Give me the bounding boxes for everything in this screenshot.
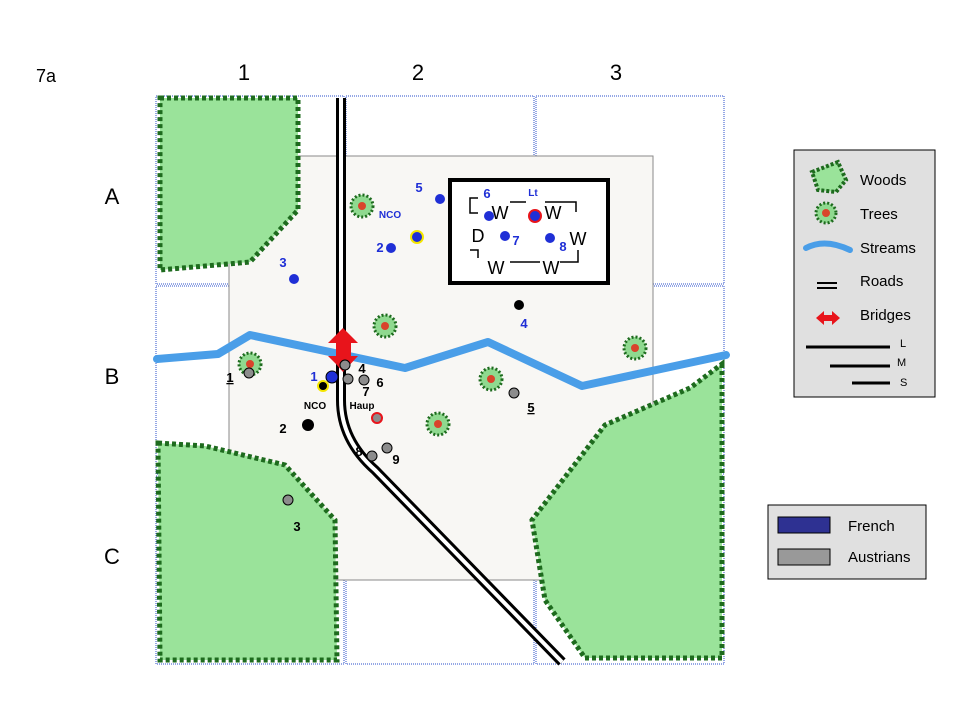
window-label: W <box>492 203 509 223</box>
woods-a1 <box>157 95 301 273</box>
bridge-icon <box>816 311 840 325</box>
legend-austrians-label: Austrians <box>848 549 911 566</box>
french-units: 3 2 NCO 5 6 Lt 7 8 4 1 <box>279 180 566 384</box>
range-label-m: M <box>897 357 906 369</box>
road-icon <box>817 282 837 289</box>
row-label-c: C <box>104 544 120 569</box>
french-label-4: 4 <box>520 316 528 331</box>
austrian-soldier-7 <box>342 373 354 385</box>
french-label-nco: NCO <box>379 210 401 221</box>
austrian-label-5: 5 <box>527 400 534 415</box>
tree-icon <box>622 335 648 361</box>
austrian-soldier-1 <box>243 367 255 379</box>
column-label-3: 3 <box>610 60 622 85</box>
french-label-2: 2 <box>376 240 383 255</box>
austrian-soldier-6 <box>358 374 370 386</box>
austrian-label-nco: NCO <box>304 401 326 412</box>
woods-icon <box>809 159 849 195</box>
austrian-label-2: 2 <box>279 421 286 436</box>
side-legend: French Austrians <box>767 504 927 580</box>
austrian-label-haup: Haup <box>350 401 375 412</box>
tree-icon <box>814 201 838 225</box>
tree-group <box>237 193 648 437</box>
austrian-label-1: 1 <box>226 370 233 385</box>
austrian-soldier-5 <box>508 387 520 399</box>
french-soldier-6 <box>484 211 494 221</box>
austrian-label-7: 7 <box>362 384 369 399</box>
road <box>336 98 566 666</box>
french-soldier-5 <box>435 194 445 204</box>
window-label: W <box>543 258 560 278</box>
legend-bridges-label: Bridges <box>860 307 911 324</box>
page-label: 7a <box>36 66 57 86</box>
french-soldier-2 <box>386 243 396 253</box>
french-soldier-8 <box>545 233 555 243</box>
row-label-a: A <box>105 184 120 209</box>
window-label: W <box>488 258 505 278</box>
austrian-label-4: 4 <box>358 361 366 376</box>
austrian-label-6: 6 <box>376 375 383 390</box>
austrian-soldier-8 <box>366 450 378 462</box>
french-soldier-1 <box>325 370 339 384</box>
austrian-units: 1 2 3 4 5 6 7 8 9 NCO Haup <box>226 359 535 534</box>
terrain-legend: Woods Trees Streams Roads Bridges L M S <box>793 149 936 398</box>
legend-trees-label: Trees <box>860 206 898 223</box>
french-soldier-7 <box>500 231 510 241</box>
french-label-1: 1 <box>310 369 317 384</box>
column-label-1: 1 <box>238 60 250 85</box>
column-label-2: 2 <box>412 60 424 85</box>
stream <box>153 331 730 390</box>
tree-icon <box>478 366 504 392</box>
woods-c3 <box>529 359 725 661</box>
austrian-label-8: 8 <box>355 444 362 459</box>
tree-icon <box>349 193 375 219</box>
austrian-soldier-3 <box>282 494 294 506</box>
french-label-8: 8 <box>559 239 566 254</box>
tree-icon <box>425 411 451 437</box>
window-label: W <box>570 229 587 249</box>
austrian-label-9: 9 <box>392 452 399 467</box>
window-label: W <box>545 203 562 223</box>
french-officer <box>528 209 542 223</box>
row-label-b: B <box>105 364 120 389</box>
austrian-swatch <box>777 548 831 566</box>
austrian-nco <box>317 380 329 392</box>
range-label-s: S <box>900 377 907 389</box>
legend-woods-label: Woods <box>860 172 906 189</box>
french-label-7: 7 <box>512 233 519 248</box>
door-label: D <box>472 226 485 246</box>
austrian-officer <box>371 412 383 424</box>
french-soldier-4 <box>514 300 524 310</box>
range-label-l: L <box>900 338 906 350</box>
french-swatch <box>777 516 831 534</box>
french-label-3: 3 <box>279 255 286 270</box>
austrian-soldier-4 <box>339 359 351 371</box>
french-nco <box>410 230 424 244</box>
french-soldier-3 <box>289 274 299 284</box>
legend-french-label: French <box>848 518 895 535</box>
austrian-label-3: 3 <box>293 519 300 534</box>
tree-icon <box>372 313 398 339</box>
stream-icon <box>803 240 853 253</box>
french-label-6: 6 <box>483 186 490 201</box>
legend-streams-label: Streams <box>860 240 916 257</box>
austrian-soldier-2 <box>302 419 314 431</box>
building-outline <box>448 178 610 285</box>
legend-roads-label: Roads <box>860 273 903 290</box>
french-label-5: 5 <box>415 180 422 195</box>
building: W W W W W D <box>448 178 610 285</box>
french-label-lt: Lt <box>528 188 538 199</box>
austrian-soldier-9 <box>381 442 393 454</box>
